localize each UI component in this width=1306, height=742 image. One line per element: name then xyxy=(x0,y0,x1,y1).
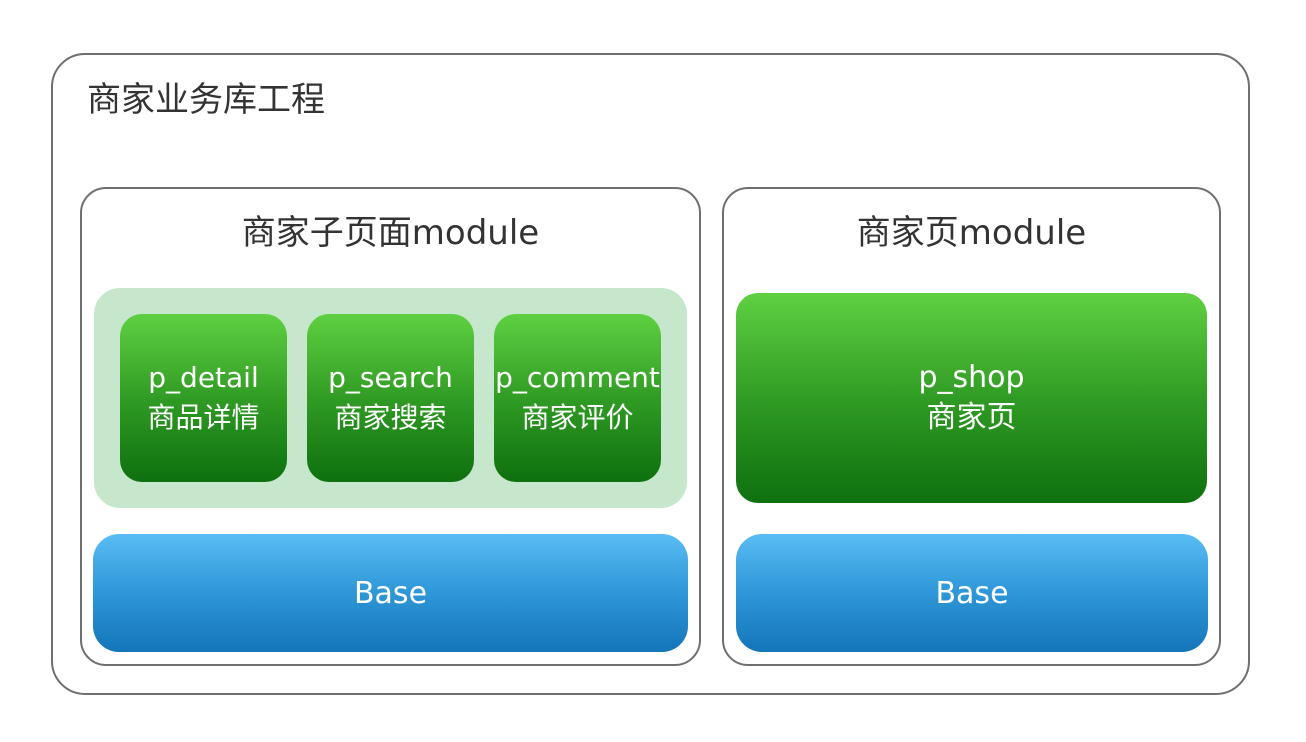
page-p-shop: p_shop 商家页 xyxy=(736,293,1207,503)
base-layer-right: Base xyxy=(736,534,1208,652)
page-p-comment: p_comment 商家评价 xyxy=(494,314,661,482)
page-description: 商家评价 xyxy=(521,401,634,434)
page-p-search: p_search 商家搜索 xyxy=(307,314,474,482)
page-name: p_shop xyxy=(918,360,1025,395)
project-container xyxy=(51,53,1250,695)
page-description: 商品详情 xyxy=(147,401,260,434)
page-name: p_comment xyxy=(495,361,660,394)
base-layer-left: Base xyxy=(93,534,688,652)
page-p-detail: p_detail 商品详情 xyxy=(120,314,287,482)
sub-page-module-title: 商家子页面module xyxy=(241,213,540,253)
page-description: 商家页 xyxy=(926,400,1017,435)
shop-page-module xyxy=(722,187,1221,666)
page-name: p_detail xyxy=(148,361,259,394)
shop-page-module-title: 商家页module xyxy=(856,213,1087,253)
page-name: p_search xyxy=(328,361,453,394)
project-title: 商家业务库工程 xyxy=(87,80,325,120)
page-description: 商家搜索 xyxy=(334,401,447,434)
sub-page-module xyxy=(80,187,701,666)
